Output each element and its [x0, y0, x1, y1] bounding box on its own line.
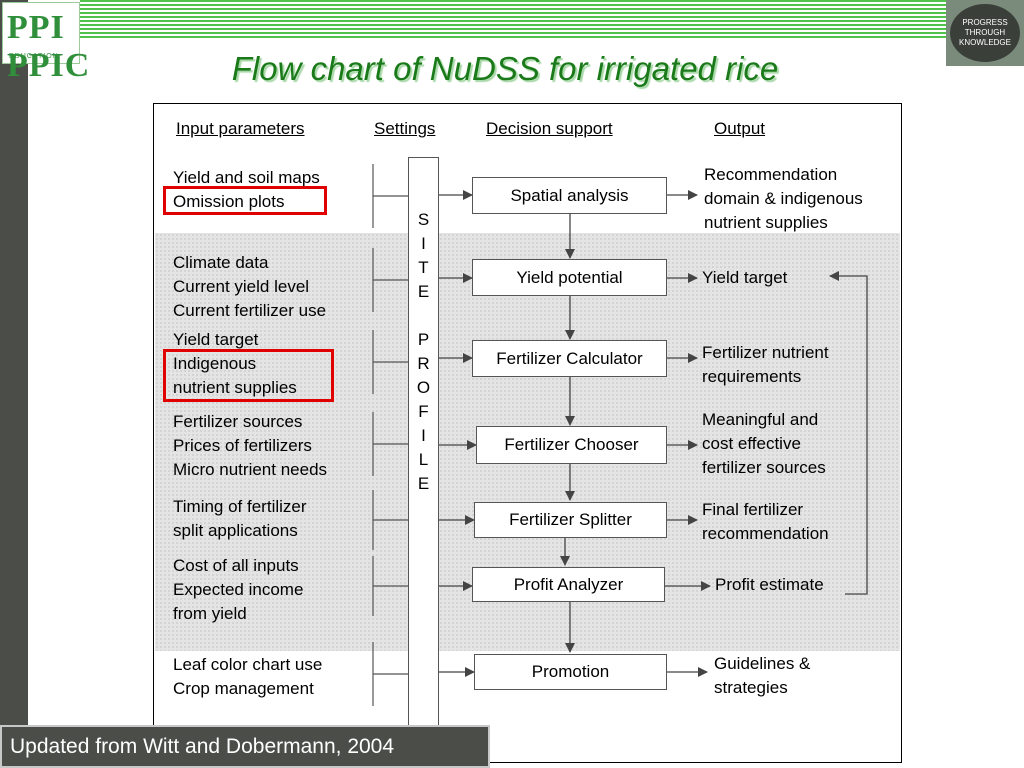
site-letter: F [418, 402, 429, 421]
input-group-4: Fertilizer sources Prices of fertilizers… [173, 410, 327, 482]
site-letter: E [417, 474, 430, 493]
site-letter: I [421, 426, 426, 445]
module-fertilizer-calculator: Fertilizer Calculator [472, 340, 667, 377]
input-line: Indigenous [173, 354, 257, 373]
output-line: cost effective [702, 434, 801, 453]
output-line: Meaningful and [702, 410, 819, 429]
site-letter: R [417, 354, 430, 373]
input-group-7: Leaf color chart use Crop management [173, 653, 322, 701]
header-output: Output [714, 119, 766, 138]
module-yield-potential: Yield potential [472, 259, 667, 296]
progress-logo: PROGRESS THROUGH KNOWLEDGE [946, 0, 1024, 66]
site-letter: E [417, 282, 430, 301]
ppi-logo: PPI PPIC EDUCATION [2, 2, 89, 84]
input-line: Current fertilizer use [173, 301, 327, 320]
output-line: fertilizer sources [702, 458, 826, 477]
input-line: Climate data [173, 253, 269, 272]
input-line: split applications [173, 521, 298, 540]
output-line: nutrient supplies [704, 213, 828, 232]
input-group-6: Cost of all inputs Expected income from … [173, 554, 303, 626]
input-line: Prices of fertilizers [173, 436, 312, 455]
site-letter: O [416, 378, 431, 397]
highlight-indigenous-supplies [163, 349, 334, 402]
highlight-omission-plots [163, 186, 327, 215]
input-line: Omission plots [173, 192, 285, 211]
output-group-2: Yield target [702, 266, 787, 290]
input-line: Timing of fertilizer [173, 497, 307, 516]
input-line: Cost of all inputs [173, 556, 299, 575]
output-group-5: Final fertilizer recommendation [702, 498, 829, 546]
output-line: Fertilizer nutrient [702, 343, 829, 362]
output-line: domain & indigenous [704, 189, 863, 208]
site-letter: I [421, 234, 426, 253]
output-group-6: Profit estimate [715, 573, 824, 597]
output-line: Final fertilizer [702, 500, 804, 519]
input-line: nutrient supplies [173, 378, 297, 397]
input-group-1: Yield and soil maps Omission plots [173, 166, 320, 214]
output-line: Yield target [702, 268, 788, 287]
ppi-logo-sub: EDUCATION [9, 53, 59, 60]
site-letter: L [418, 450, 429, 469]
site-profile-column: S I T E P R O F I L E [408, 157, 439, 730]
input-line: Yield and soil maps [173, 168, 320, 187]
output-line: requirements [702, 367, 802, 386]
input-line: Crop management [173, 679, 314, 698]
input-group-3: Yield target Indigenous nutrient supplie… [173, 328, 297, 400]
module-fertilizer-splitter: Fertilizer Splitter [474, 502, 667, 538]
input-line: Micro nutrient needs [173, 460, 328, 479]
left-band [0, 0, 28, 768]
output-line: Profit estimate [715, 575, 824, 594]
output-line: Guidelines & [714, 654, 811, 673]
output-group-4: Meaningful and cost effective fertilizer… [702, 408, 826, 480]
input-line: Current yield level [173, 277, 310, 296]
source-credit: Updated from Witt and Dobermann, 2004 [0, 725, 490, 768]
site-letter: P [417, 330, 430, 349]
progress-logo-text: PROGRESS THROUGH KNOWLEDGE [950, 4, 1020, 62]
header-decision-support: Decision support [486, 119, 613, 138]
input-line: from yield [173, 604, 247, 623]
output-line: Recommendation [704, 165, 838, 184]
module-promotion: Promotion [474, 654, 667, 690]
module-profit-analyzer: Profit Analyzer [472, 567, 665, 602]
input-group-2: Climate data Current yield level Current… [173, 251, 326, 323]
output-line: strategies [714, 678, 788, 697]
module-fertilizer-chooser: Fertilizer Chooser [476, 426, 667, 464]
module-spatial-analysis: Spatial analysis [472, 177, 667, 214]
site-letter: T [418, 258, 429, 277]
header-input-parameters: Input parameters [176, 119, 305, 138]
input-group-5: Timing of fertilizer split applications [173, 495, 307, 543]
input-line: Expected income [173, 580, 304, 599]
output-group-1: Recommendation domain & indigenous nutri… [704, 163, 863, 235]
site-letter: S [417, 210, 430, 229]
slide-title: Flow chart of NuDSS for irrigated rice [231, 50, 779, 87]
input-line: Yield target [173, 330, 259, 349]
input-line: Leaf color chart use [173, 655, 323, 674]
header-stripes [80, 0, 946, 40]
output-group-3: Fertilizer nutrient requirements [702, 341, 829, 389]
output-group-7: Guidelines & strategies [714, 652, 810, 700]
ppi-logo-text: PPI PPIC [7, 9, 91, 84]
header-settings: Settings [374, 119, 436, 138]
input-line: Fertilizer sources [173, 412, 303, 431]
output-line: recommendation [702, 524, 829, 543]
